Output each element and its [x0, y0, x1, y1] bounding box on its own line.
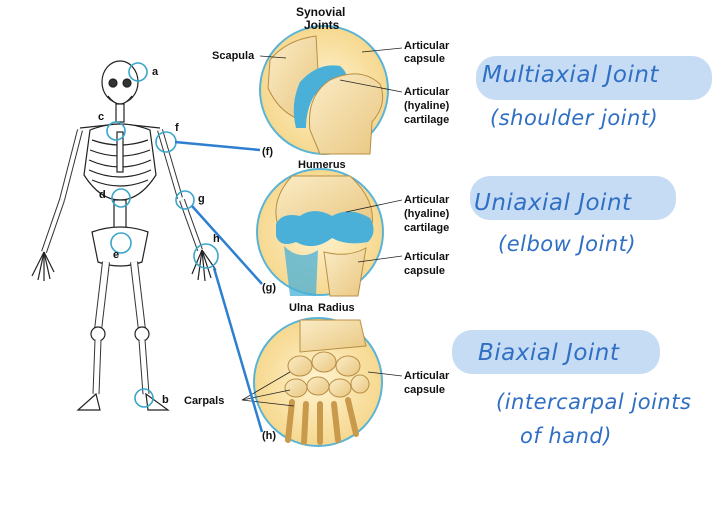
radius-proximal: [323, 247, 367, 297]
label-pointers: [241, 47, 403, 407]
sternum: [116, 131, 124, 173]
carpal-bones: [284, 351, 370, 398]
note-uniaxial-title: Uniaxial Joint: [474, 190, 632, 216]
label-radius: Radius: [318, 302, 355, 314]
hand-right: [191, 249, 217, 282]
note-biaxial-title: Biaxial Joint: [478, 340, 620, 366]
humerus-head: [308, 73, 384, 155]
skeleton-letter-d: d: [99, 189, 106, 201]
highlight-e: [110, 232, 132, 254]
elbow-cartilage: [276, 211, 374, 247]
note-uniaxial-sub: (elbow Joint): [498, 232, 637, 256]
skeleton-letter-e: e: [113, 249, 120, 261]
connector-elbow: [191, 205, 263, 285]
highlight-h: [193, 243, 219, 269]
highlight-a: [128, 62, 148, 82]
note-biaxial-sub-1: (intercarpal joints: [496, 390, 692, 414]
metacarpals: [285, 397, 359, 445]
skeleton-letter-a: a: [152, 66, 159, 78]
note-multiaxial-sub: (shoulder joint): [490, 106, 659, 130]
note-highlight-3: [452, 330, 660, 374]
label-elbow-r3: Articular: [404, 251, 450, 263]
note-highlight-1: [476, 56, 712, 100]
highlight-c: [106, 121, 126, 141]
highlight-d: [111, 188, 131, 208]
title-line2: Joints: [304, 18, 340, 32]
connector-shoulder: [174, 140, 261, 152]
connector-wrist: [212, 267, 264, 433]
label-wrist-r1: capsule: [404, 384, 445, 396]
label-shoulder-r2: Articular: [404, 86, 450, 98]
label-shoulder-r0: Articular: [404, 40, 450, 52]
label-wrist-r0: Articular: [404, 370, 450, 382]
knee-right: [134, 326, 150, 342]
label-humerus: Humerus: [298, 159, 346, 171]
joint-highlights: [106, 62, 219, 408]
note-biaxial-sub-2: of hand): [520, 424, 612, 448]
label-shoulder-r1: capsule: [404, 53, 445, 65]
ulna-proximal: [284, 246, 318, 296]
label-scapula: Scapula: [212, 50, 255, 62]
panel-elbow: [256, 168, 384, 297]
skeleton-letter-f: f: [175, 122, 179, 134]
figure-letter-h: (h): [262, 430, 277, 442]
skeleton-letter-b: b: [162, 394, 169, 406]
note-multiaxial-title: Multiaxial Joint: [482, 62, 659, 88]
label-ulna: Ulna: [289, 302, 313, 314]
label-elbow-r1: (hyaline): [404, 208, 450, 220]
skeleton-letter-g: g: [198, 193, 205, 205]
label-carpals: Carpals: [184, 395, 225, 407]
label-elbow-r0: Articular: [404, 194, 450, 206]
skeleton-letter-h: h: [213, 233, 220, 245]
label-shoulder-r3: (hyaline): [404, 100, 450, 112]
skeleton-figure: [31, 60, 217, 411]
note-highlight-2: [470, 176, 676, 220]
foot-right: [145, 392, 170, 411]
highlight-g: [175, 190, 195, 210]
highlight-b: [134, 388, 154, 408]
label-elbow-r4: capsule: [404, 265, 445, 277]
radius-distal: [299, 319, 367, 353]
title-line1: Synovial: [296, 5, 346, 19]
figure-letter-f: (f): [262, 146, 273, 158]
connector-lines: [174, 140, 264, 433]
label-shoulder-r4: cartilage: [404, 114, 450, 126]
figure-letter-g: (g): [262, 282, 277, 294]
jaw: [107, 95, 133, 105]
cervical-spine: [115, 103, 125, 123]
knee-left: [90, 326, 106, 342]
skeleton-letter-c: c: [98, 111, 105, 123]
panel-wrist: [253, 317, 383, 447]
foot-left: [76, 392, 101, 411]
hand-left: [31, 251, 55, 281]
label-elbow-r2: cartilage: [404, 222, 450, 234]
panel-shoulder: [259, 25, 389, 155]
